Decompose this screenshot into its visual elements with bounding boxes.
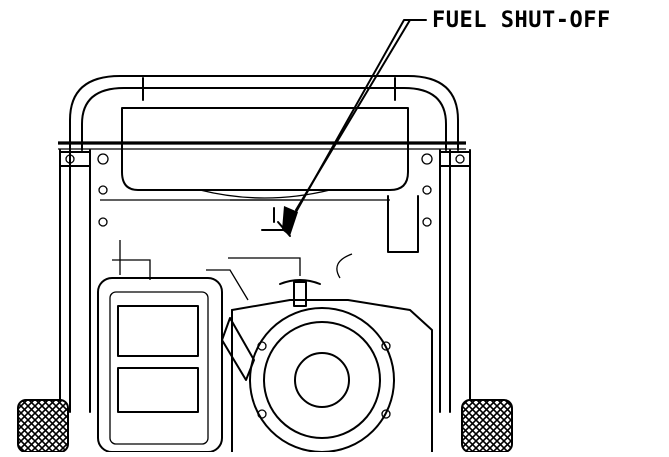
callout-leader bbox=[295, 19, 427, 213]
control-panel-box bbox=[97, 269, 249, 453]
left-upright bbox=[59, 149, 109, 413]
alternator-assembly bbox=[221, 279, 433, 453]
fuel-tank bbox=[58, 77, 466, 201]
engine-housing bbox=[100, 195, 419, 280]
wheel-tread-pattern bbox=[17, 399, 513, 453]
fuel-valve-symbol bbox=[261, 206, 298, 237]
frame-handle bbox=[69, 75, 459, 151]
right-upright bbox=[421, 149, 471, 413]
fuel-shut-off-label: FUEL SHUT-OFF bbox=[432, 8, 611, 33]
